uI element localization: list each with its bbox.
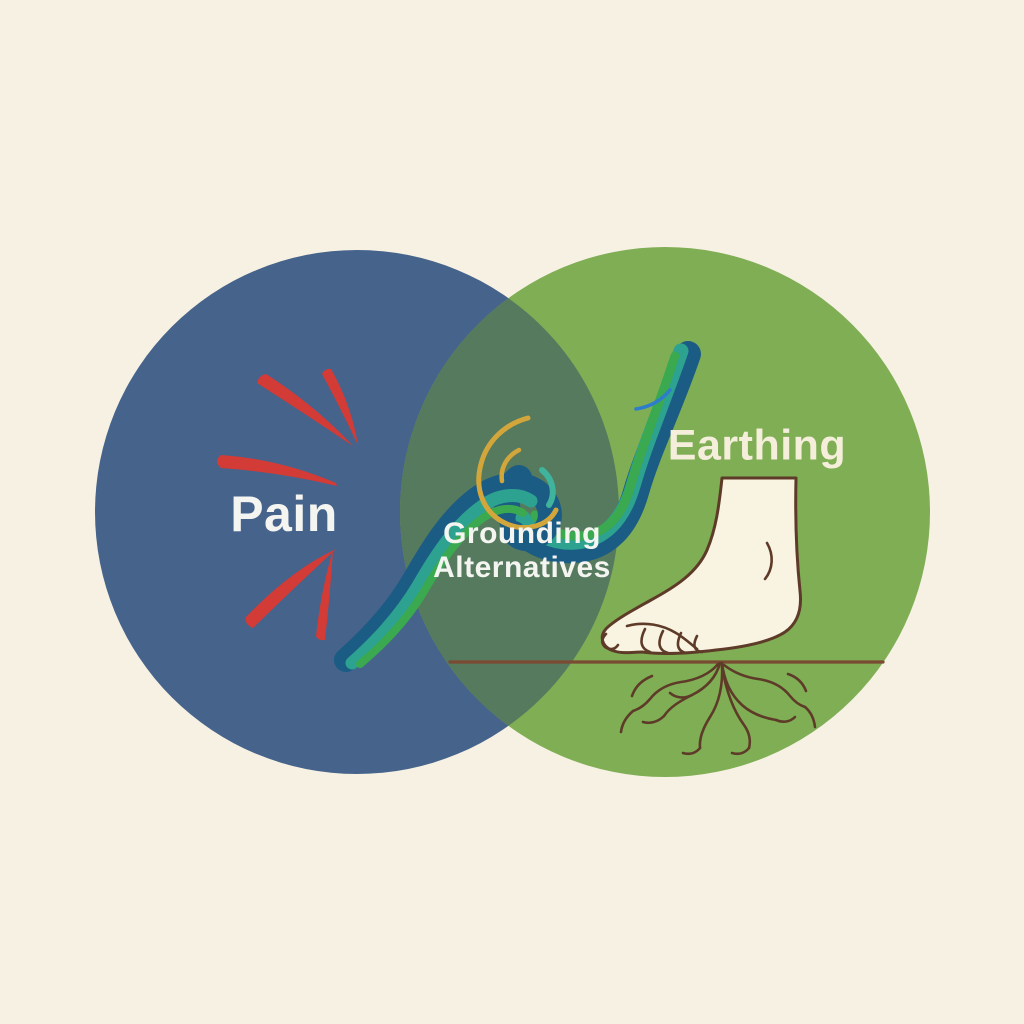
root-twig: [786, 672, 808, 693]
root-twig: [619, 709, 635, 734]
roots-icon: [619, 661, 817, 756]
root-twig: [774, 715, 797, 723]
root: [631, 662, 720, 713]
swirl-light-teal-arc: [539, 467, 556, 508]
toe-line: [676, 631, 688, 655]
pain-stroke: [257, 374, 353, 446]
earthing-label: Earthing: [667, 421, 847, 470]
root-twig: [681, 746, 702, 756]
swirl-teal-band: [345, 489, 538, 670]
swirl-green-band: [356, 504, 527, 668]
toe-line: [693, 634, 704, 654]
foot-details: [600, 541, 773, 655]
pain-stroke: [316, 550, 333, 641]
pain-stroke: [245, 549, 336, 628]
root: [720, 665, 752, 750]
toe-crease-line: [625, 622, 699, 651]
foot-icon: [600, 476, 802, 655]
swirl-blue-twig: [634, 388, 672, 411]
toenail-line: [600, 632, 620, 651]
foot-outline: [600, 476, 802, 655]
root: [722, 663, 807, 709]
swirl-icon: [334, 341, 701, 672]
root-twig: [630, 674, 654, 698]
root-twig: [641, 714, 666, 725]
toe-line: [658, 629, 670, 655]
pain-stroke: [322, 368, 358, 445]
root-twig: [668, 691, 694, 699]
root: [698, 663, 724, 750]
pain-stroke: [217, 455, 337, 486]
swirl-gold-hook: [499, 447, 522, 484]
ankle-line: [763, 541, 773, 581]
root-twig: [730, 746, 751, 756]
pain-burst-icon: [217, 368, 358, 641]
overlap-label-line1: Grounding: [443, 517, 601, 550]
overlap-label-line2: Alternatives: [433, 551, 611, 584]
root-twig: [803, 705, 817, 729]
pain-label: Pain: [230, 486, 338, 542]
overlap-label: Grounding Alternatives: [433, 517, 611, 585]
swirl-gold-curl: [476, 415, 559, 530]
toe-line: [640, 627, 652, 654]
